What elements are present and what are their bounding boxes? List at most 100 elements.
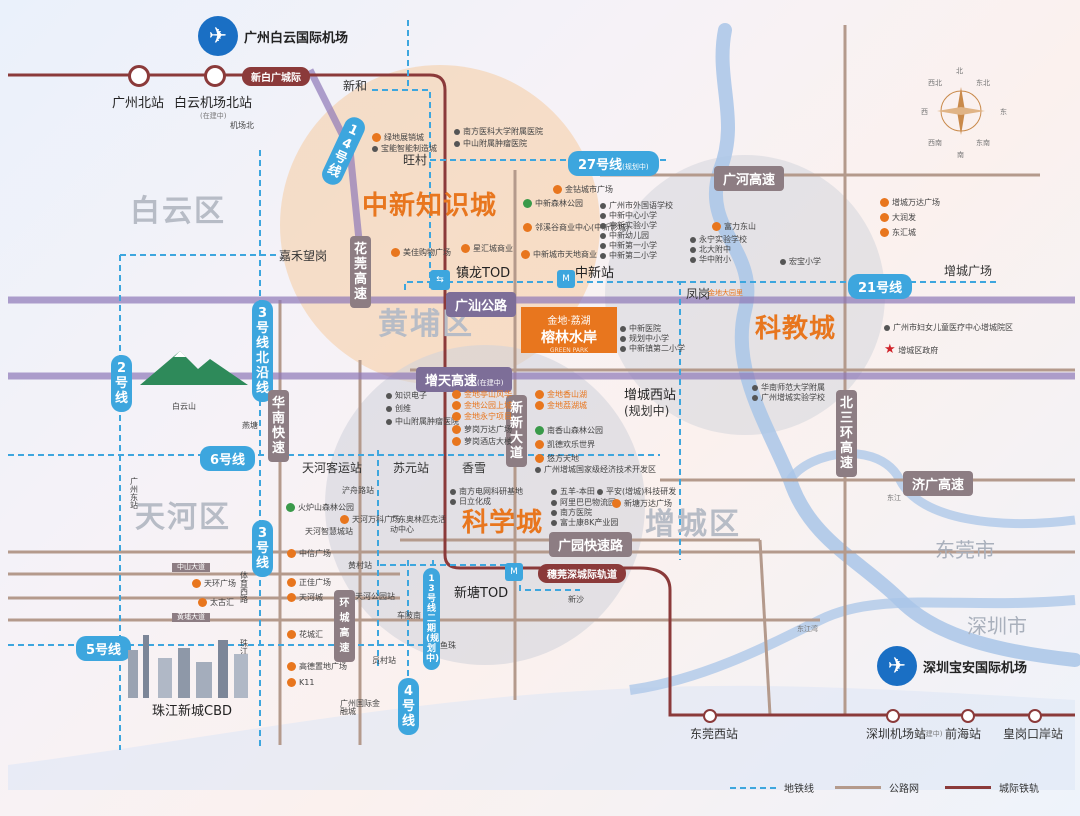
poi: 永宁实验学校 bbox=[690, 236, 747, 244]
place-olympic: 广东奥林匹克活动中心 bbox=[390, 515, 446, 534]
zone-circle-kexue bbox=[325, 345, 645, 665]
poi: 宏宝小学 bbox=[780, 258, 821, 266]
poi: 知识电子 bbox=[386, 392, 427, 400]
airplane-icon: ✈ bbox=[877, 646, 917, 686]
poi: 广州市妇女儿童医疗中心增城院区 bbox=[884, 324, 1013, 332]
poi: 宝能智能制造城 bbox=[372, 145, 437, 153]
poi: 美佳购物广场 bbox=[391, 248, 451, 257]
rail-station-icon bbox=[961, 709, 975, 723]
zone-kejiao: 科教城 bbox=[755, 314, 837, 344]
poi: 中信广场 bbox=[287, 549, 331, 558]
compass-rose-icon bbox=[937, 87, 985, 135]
poi: 阿里巴巴物流园 bbox=[551, 499, 616, 507]
zone-kexue: 科学城 bbox=[462, 508, 544, 538]
transfer-icon: ⇆ bbox=[430, 270, 450, 290]
station-xinsha: 新沙 bbox=[568, 595, 584, 604]
station-tianhe-smart: 天河智慧城站 bbox=[305, 527, 353, 536]
poi: 花城汇 bbox=[287, 630, 323, 639]
poi: 正佳广场 bbox=[287, 578, 331, 587]
poi: 中山附属肿瘤医院 bbox=[454, 140, 527, 148]
station-qianhai: 前海站 bbox=[945, 727, 982, 741]
station-fenggang: 凤岗 bbox=[686, 287, 711, 301]
rail-station-icon bbox=[1028, 709, 1042, 723]
poi: 大润发 bbox=[880, 213, 916, 222]
road-label-huangpu: 黄埔大道 bbox=[172, 613, 210, 622]
place-zengcheng-gov: ★ 增城区政府 bbox=[884, 342, 939, 357]
poi: 金钻城市广场 bbox=[553, 185, 613, 194]
project-marker[interactable]: 金地·荔湖 榕林水岸 GREEN PARK bbox=[521, 307, 617, 354]
poi: 东汇城 bbox=[880, 228, 916, 237]
city-dongguan: 东莞市 bbox=[935, 538, 995, 562]
place-baiyunshan: 白云山 bbox=[172, 402, 196, 411]
station-dongguan-west: 东莞西站 bbox=[690, 727, 739, 741]
compass-nw: 西北 bbox=[928, 79, 942, 87]
road-label-huanan: 华南快速 bbox=[268, 390, 289, 462]
station-shenzhen-airport: 深圳机场站 bbox=[866, 727, 927, 741]
poi: 绿地展销城 bbox=[372, 133, 424, 142]
poi: 华中附小 bbox=[690, 256, 731, 264]
metro-line-2: 2号线 bbox=[111, 355, 132, 412]
station-zengcheng-square: 增城广场 bbox=[944, 264, 993, 278]
poi: 高德置地广场 bbox=[287, 662, 347, 671]
river-pearl bbox=[629, 595, 1076, 695]
metro-line-21: 21号线 bbox=[848, 274, 913, 299]
station-zhenlong: 镇龙TOD bbox=[456, 266, 511, 281]
metro-line-27: 27号线(规划中) bbox=[568, 151, 659, 176]
metro-line-4: 4号线 bbox=[398, 678, 419, 735]
station-xiangxue: 香雪 bbox=[462, 461, 487, 475]
city-shenzhen: 深圳市 bbox=[967, 614, 1027, 638]
legend-road: 公路网 bbox=[835, 780, 919, 795]
poi: 南方电网科研基地 bbox=[450, 488, 523, 496]
poi: 中新第一小学 bbox=[600, 242, 657, 250]
poi: 中新医院 bbox=[620, 325, 661, 333]
poi: 南香山森林公园 bbox=[535, 426, 603, 435]
poi: 萝岗万达广场 bbox=[452, 425, 512, 434]
poi: 中新城市天地商业 bbox=[521, 250, 597, 259]
compass-s: 南 bbox=[957, 151, 964, 159]
place-dongjiang: 东江 bbox=[887, 494, 901, 502]
poi: 金地永宁项目 bbox=[452, 412, 512, 421]
star-icon: ★ bbox=[884, 342, 896, 357]
poi: 中新镇第二小学 bbox=[620, 345, 685, 353]
poi: 金地公园上城 bbox=[452, 401, 512, 410]
airplane-icon: ✈ bbox=[198, 16, 238, 56]
poi: 五羊-本田 bbox=[551, 488, 595, 496]
station-yanta: 燕塘 bbox=[242, 421, 258, 430]
poi: 华南师范大学附属 bbox=[752, 384, 825, 392]
station-zengcheng-west: 增城西站 bbox=[624, 388, 677, 403]
poi: 凯德欢乐世界 bbox=[535, 440, 595, 449]
district-zengcheng: 增城区 bbox=[645, 507, 741, 542]
rail-tag-xinbai: 新白广城际 bbox=[242, 67, 310, 86]
compass-w: 西 bbox=[921, 108, 928, 116]
poi: 邻溪谷商业中心(中新影城) bbox=[523, 223, 629, 232]
rail-station-icon bbox=[204, 65, 226, 87]
district-tianhe: 天河区 bbox=[135, 500, 231, 535]
station-jichangbei: 机场北 bbox=[230, 121, 254, 130]
compass-sw: 西南 bbox=[928, 139, 942, 147]
station-gz-east: 广州东站 bbox=[130, 477, 138, 510]
metro-lines bbox=[8, 20, 1000, 750]
legend-metro: 地铁线 bbox=[730, 780, 814, 795]
skyline-icon bbox=[128, 635, 248, 698]
poi: 平安(增城)科技研发 bbox=[597, 488, 676, 496]
poi: 中山附属肿瘤医院 bbox=[386, 418, 459, 426]
station-suyuan: 苏元站 bbox=[393, 461, 430, 475]
poi: 富力东山 bbox=[712, 222, 756, 231]
station-xintang: 新塘TOD bbox=[454, 586, 509, 601]
station-huangcun: 黄村站 bbox=[348, 561, 372, 570]
road-label-zhongshan: 中山大道 bbox=[172, 563, 210, 572]
legend-intercity: 城际铁轨 bbox=[945, 780, 1039, 795]
poi: 新塘万达广场 bbox=[612, 499, 672, 508]
zone-zhongxin: 中新知识城 bbox=[362, 191, 498, 221]
metro-line-5: 5号线 bbox=[76, 636, 132, 661]
poi: 中新中心小学 bbox=[600, 212, 657, 220]
rail-tag-guanshen: 穗莞深城际轨道 bbox=[538, 564, 626, 583]
metro-station-icon: M bbox=[505, 563, 523, 581]
station-chebei: 车陂南 bbox=[397, 611, 421, 620]
poi: 星汇城商业 bbox=[461, 244, 513, 253]
station-yuanshan: 员村站 bbox=[372, 656, 396, 665]
metro-line-6: 6号线 bbox=[200, 446, 256, 471]
poi: 金地亭山风华 bbox=[452, 390, 512, 399]
poi: 火炉山森林公园 bbox=[286, 503, 354, 512]
